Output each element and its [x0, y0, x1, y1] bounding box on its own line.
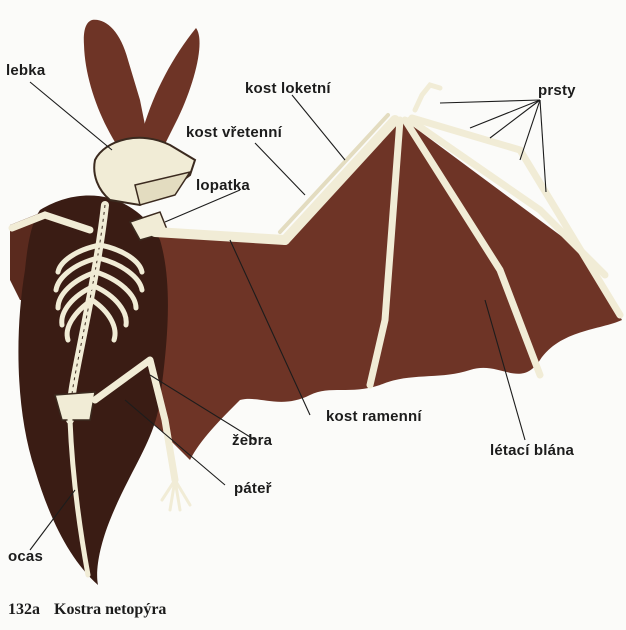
figure-title: Kostra netopýra: [54, 601, 166, 618]
figure-caption: 132a Kostra netopýra: [8, 601, 166, 619]
hind-foot: [162, 480, 190, 510]
figure-number: 132a: [8, 601, 40, 618]
label-radius: kost vřetenní: [186, 124, 282, 141]
label-ribs: žebra: [232, 432, 272, 449]
label-scapula: lopatka: [196, 177, 250, 194]
thumb: [415, 85, 440, 110]
label-spine: páteř: [234, 480, 272, 497]
label-skull: lebka: [6, 62, 45, 79]
pelvis: [55, 392, 95, 420]
label-humerus: kost ramenní: [326, 408, 422, 425]
label-flight-membrane: létací blána: [490, 442, 574, 459]
left-ear: [84, 20, 150, 150]
label-ulna: kost loketní: [245, 80, 331, 97]
label-fingers: prsty: [538, 82, 576, 99]
body-silhouette: [18, 196, 167, 585]
label-tail: ocas: [8, 548, 43, 565]
